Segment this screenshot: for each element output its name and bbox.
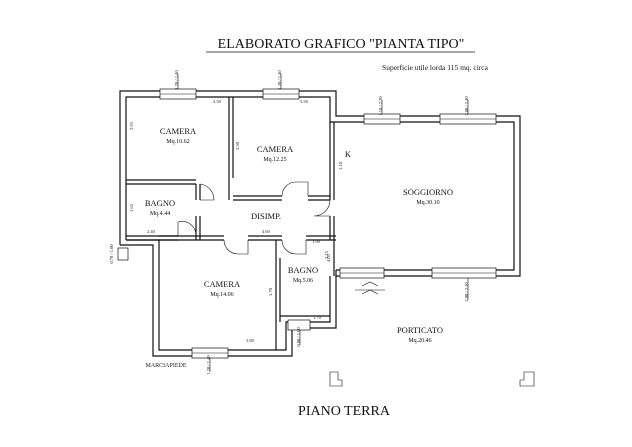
room-camera2-name: CAMERA [257,144,294,154]
room-bagno1-area: Mq.4.44 [150,211,170,217]
dim-h-cam3: 3.70 [268,287,273,296]
dim-win-top3: 1.10 / 2.20 [378,96,383,116]
dim-h-cam1: 2.95 [129,121,134,130]
porch-columns [329,371,535,387]
doors [177,181,331,255]
room-bagno2-name: BAGNO [288,265,318,275]
windows [117,88,497,359]
dim-win-top2: 1.20 / 1.40 [277,70,282,90]
dim-h-bagno2: 2.15 [324,250,329,259]
dim-h-k: 1.10 [338,161,343,170]
dim-win-side: 0.70 / 1.00 [109,244,114,264]
room-disimp-name: DISIMP. [251,211,281,221]
dim-h-bagno1: 1.65 [129,203,134,212]
dim-win-bath: 0.80 / 1.00 [296,327,301,347]
kitchen-mark: K [345,149,352,159]
dim-w-cam1: 3.50 [213,99,222,104]
dim-win-bottom1: 2.00 / 2.20 [464,282,469,302]
room-bagno2-area: Mq.5.06 [293,278,313,284]
dim-win-cam3: 1.20 / 1.40 [206,355,211,375]
room-soggiorno-area: Mq.30.10 [416,200,439,206]
room-porticato-name: PORTICATO [397,325,443,335]
interior-walls [126,97,336,350]
window-markers [177,74,469,372]
dim-win-top1: 1.20 / 1.40 [174,70,179,90]
room-camera1-name: CAMERA [160,126,197,136]
room-camera3-name: CAMERA [204,279,241,289]
dim-w-disimp: 4.60 [262,229,271,234]
sidewalk-label: MARCIAPIEDE [145,363,186,369]
room-camera3-area: Mq.14.06 [210,292,233,298]
room-porticato-area: Mq.20.46 [408,338,431,344]
surface-note: Superficie utile lorda 115 mq. circa [382,63,489,72]
dim-w-bagno2: 1.90 [312,239,321,244]
dim-h-sogg: 4.05 [326,253,331,262]
room-camera1-area: Mq.10.62 [166,139,189,145]
dim-w-bagno1: 2.40 [147,229,156,234]
dim-w-cam2: 3.50 [300,99,309,104]
plan-title: ELABORATO GRAFICO "PIANTA TIPO" [218,37,465,52]
dim-w-bagno2b: 1.70 [313,315,322,320]
room-soggiorno-name: SOGGIORNO [403,187,453,197]
entrance-arrow-icon [355,281,385,295]
dim-w-cam3: 3.80 [246,338,255,343]
floor-label: PIANO TERRA [298,404,391,419]
dim-win-top4: 2.00 / 2.40 [464,96,469,116]
dim-h-cam2: 3.50 [235,141,240,150]
room-camera2-area: Mq.12.25 [263,157,286,163]
room-bagno1-name: BAGNO [145,198,175,208]
